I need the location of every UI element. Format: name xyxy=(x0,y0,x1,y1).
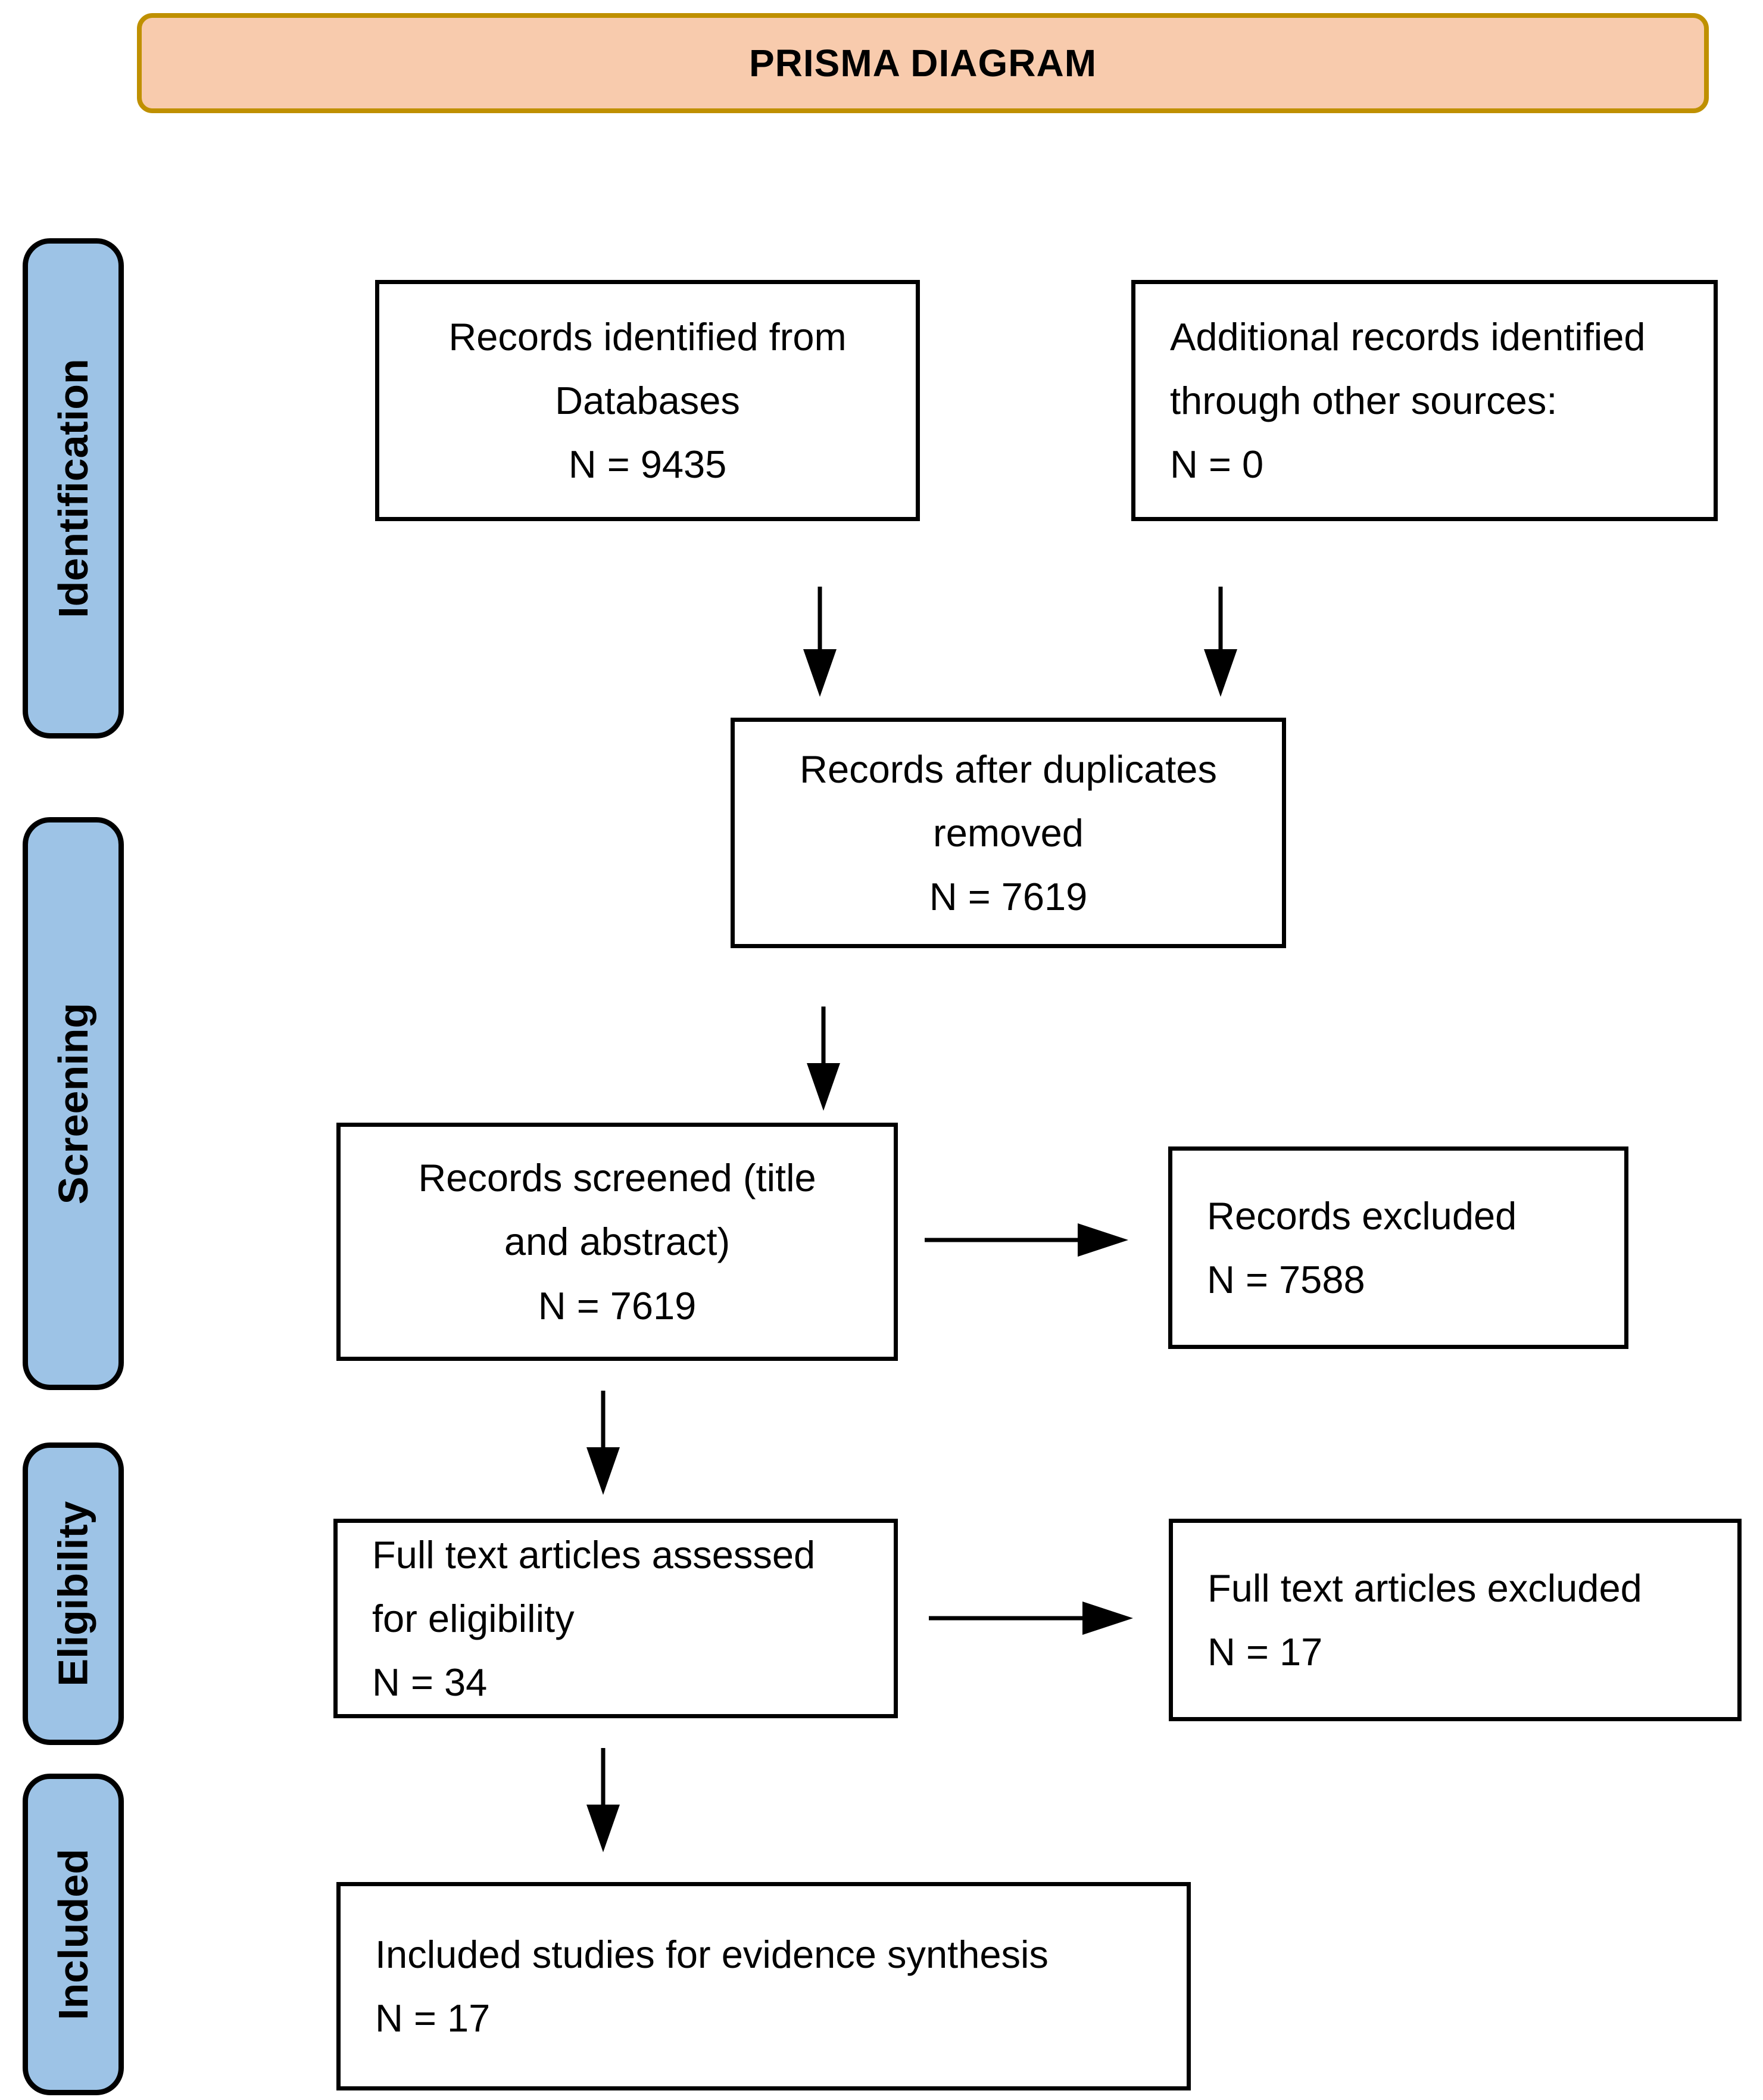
box-line: removed xyxy=(933,811,1084,855)
box-line: Records after duplicates xyxy=(800,747,1217,791)
box-line: Full text articles assessed xyxy=(372,1532,816,1576)
box-line: Full text articles excluded xyxy=(1207,1566,1642,1610)
stage-label-text: Included xyxy=(50,1849,97,2020)
box-line: Records screened (title xyxy=(418,1156,816,1200)
arrow-additional-to-duplicates xyxy=(1203,587,1238,697)
diagram-title-banner: PRISMA DIAGRAM xyxy=(137,13,1709,113)
box-line: Included studies for evidence synthesis xyxy=(375,1932,1049,1976)
stage-label-text: Eligibility xyxy=(50,1501,97,1687)
stage-label-screening: Screening xyxy=(23,817,124,1390)
arrow-screened-to-fulltext xyxy=(585,1391,621,1495)
box-line: N = 0 xyxy=(1170,443,1264,487)
box-line: N = 34 xyxy=(372,1660,488,1705)
arrow-screened-to-excluded xyxy=(925,1222,1128,1258)
stage-label-eligibility: Eligibility xyxy=(23,1442,124,1745)
box-line: N = 7588 xyxy=(1207,1258,1365,1301)
box-additional-records: Additional records identified through ot… xyxy=(1131,280,1718,521)
box-line: Databases xyxy=(555,378,740,422)
stage-label-included: Included xyxy=(23,1774,124,2095)
box-included-studies: Included studies for evidence synthesis … xyxy=(336,1882,1191,2090)
box-records-identified: Records identified from Databases N = 94… xyxy=(375,280,920,521)
box-line: Records identified from xyxy=(448,314,847,359)
box-fulltext-assessed: Full text articles assessed for eligibil… xyxy=(333,1519,898,1718)
box-after-duplicates: Records after duplicates removed N = 761… xyxy=(731,718,1286,948)
stage-label-text: Screening xyxy=(50,1002,97,1205)
arrow-identified-to-duplicates xyxy=(802,587,838,697)
box-line: N = 7619 xyxy=(929,875,1088,919)
box-line: for eligibility xyxy=(372,1596,575,1640)
box-line: Additional records identified xyxy=(1170,314,1646,359)
arrow-duplicates-to-screened xyxy=(806,1007,841,1111)
arrow-fulltext-to-excluded xyxy=(929,1600,1133,1636)
arrow-fulltext-to-included xyxy=(585,1748,621,1852)
box-line: N = 17 xyxy=(375,1996,491,2040)
box-line: Records excluded xyxy=(1207,1194,1517,1238)
box-line: N = 9435 xyxy=(568,443,727,487)
box-line: N = 7619 xyxy=(538,1283,697,1328)
box-line: through other sources: xyxy=(1170,378,1558,422)
diagram-title: PRISMA DIAGRAM xyxy=(748,42,1097,85)
box-line: N = 17 xyxy=(1207,1630,1323,1674)
stage-label-identification: Identification xyxy=(23,238,124,739)
box-records-screened: Records screened (title and abstract) N … xyxy=(336,1123,898,1361)
box-fulltext-excluded: Full text articles excluded N = 17 xyxy=(1169,1519,1742,1721)
box-line: and abstract) xyxy=(504,1220,731,1264)
stage-label-text: Identification xyxy=(50,359,96,618)
box-records-excluded: Records excluded N = 7588 xyxy=(1168,1146,1628,1349)
